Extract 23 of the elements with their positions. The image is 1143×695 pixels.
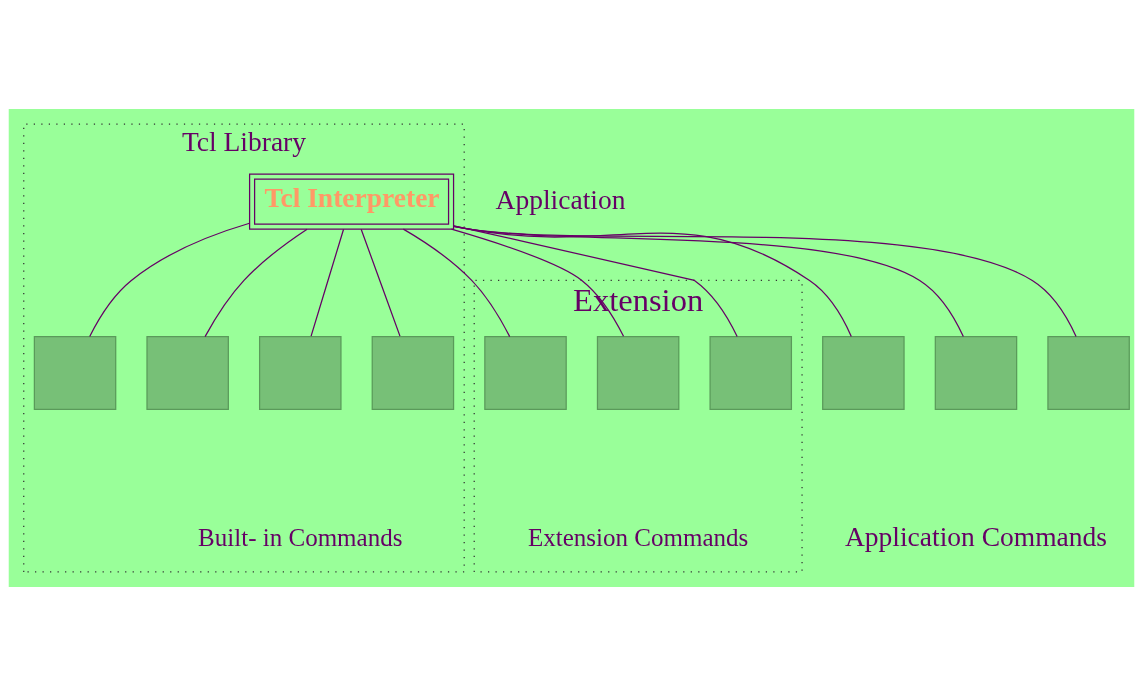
connector <box>89 222 251 337</box>
label: Application <box>495 183 626 215</box>
node-box <box>596 335 680 410</box>
node-box <box>259 335 342 410</box>
connector <box>453 224 738 337</box>
connector <box>204 228 308 337</box>
node-box <box>822 335 905 410</box>
node-box <box>33 335 117 410</box>
connector <box>453 225 964 337</box>
connector <box>453 225 1077 337</box>
node-box <box>484 335 567 410</box>
node-box <box>146 335 229 410</box>
node-box <box>1047 335 1130 410</box>
connector <box>453 225 852 337</box>
connector <box>402 228 511 337</box>
connector <box>310 228 345 337</box>
connector <box>450 228 625 337</box>
connector <box>360 228 401 337</box>
node-box <box>709 335 793 410</box>
node-box <box>371 335 455 410</box>
label: Application Commands <box>844 520 1108 552</box>
node-box <box>934 335 1018 410</box>
node-box: Tcl Interpreter <box>248 172 455 230</box>
